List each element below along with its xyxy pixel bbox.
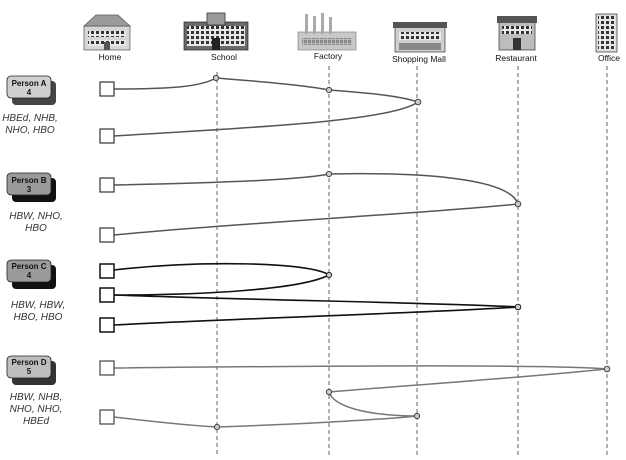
stop-node (514, 200, 522, 208)
stop-node (325, 86, 333, 94)
person-badge: Person B 3 (6, 172, 56, 202)
person-b-block: Person B 3 HBW, NHO, HBO (6, 170, 522, 243)
trip-purposes-line-1: HBW, HBW, (11, 300, 65, 311)
trip-purposes-line-2: HBO, HBO (14, 312, 63, 323)
person-count: 3 (27, 185, 32, 194)
home-box (99, 317, 115, 333)
trip-purposes-line-1: HBW, NHB, (10, 392, 62, 403)
home-box (99, 177, 115, 193)
location-label-mall: Shopping Mall (392, 54, 446, 64)
home-box (99, 227, 115, 243)
badge-shape (6, 172, 52, 196)
badge-shape (6, 75, 52, 99)
person-name: Person A (12, 79, 47, 88)
restaurant-icon (497, 16, 537, 51)
person-name: Person B (11, 176, 46, 185)
person-count: 4 (27, 271, 32, 280)
person-name: Person D (11, 358, 46, 367)
trip-purposes-line-2: NHO, HBO (5, 125, 55, 136)
office-tower-icon (595, 13, 618, 53)
stop-node (414, 98, 422, 106)
person-count: 5 (27, 367, 32, 376)
stop-node (413, 412, 421, 420)
home-box (99, 287, 115, 303)
stop-node (514, 303, 522, 311)
school-building-icon (183, 12, 249, 51)
trip-chain-d (113, 365, 608, 428)
person-a-block: Person A 4 HBEd, NHB, NHO, HBO (2, 74, 422, 144)
trip-path (113, 77, 420, 137)
stop-node (325, 388, 333, 396)
location-guides (216, 66, 608, 455)
trip-purposes-line-2: HBO (25, 223, 47, 234)
location-label-factory: Factory (314, 51, 343, 61)
trip-chain-b (113, 172, 519, 236)
location-label-home: Home (99, 52, 122, 62)
person-d-block: Person D 5 HBW, NHB, NHO, NHO, HBEd (6, 355, 611, 431)
location-label-school: School (211, 52, 237, 62)
trip-purposes-line-1: HBW, NHO, (9, 211, 63, 222)
stop-node (325, 170, 333, 178)
location-label-restaurant: Restaurant (495, 53, 537, 63)
person-badge: Person A 4 (6, 75, 56, 105)
home-box (99, 263, 115, 279)
person-badge: Person C 4 (6, 259, 56, 289)
person-count: 4 (27, 88, 32, 97)
home-box (99, 128, 115, 144)
stop-node (603, 365, 611, 373)
stop-node (213, 423, 221, 431)
trip-purposes-line-2: NHO, NHO, (10, 404, 63, 415)
factory-icon (297, 13, 357, 51)
badge-shape (6, 355, 52, 379)
trip-chain-a (113, 77, 420, 137)
shopping-mall-icon (393, 22, 447, 53)
trip-purposes-line-1: HBEd, NHB, (2, 113, 58, 124)
trip-path (113, 294, 519, 326)
home-box (99, 409, 115, 425)
home-box (99, 81, 115, 97)
house-icon (83, 14, 131, 51)
home-box (99, 360, 115, 376)
person-badge: Person D 5 (6, 355, 56, 385)
trip-path (113, 172, 519, 236)
trip-path (113, 262, 331, 296)
person-c-block: Person C 4 HBW, HBW, HBO, HBO (6, 259, 522, 333)
badge-shape (6, 259, 52, 283)
trip-chain-c (113, 262, 519, 326)
location-label-office: Office (598, 53, 620, 63)
stop-node (325, 271, 333, 279)
person-name: Person C (11, 262, 46, 271)
stop-node (212, 74, 220, 82)
trip-path (113, 365, 608, 428)
trip-purposes-line-3: HBEd (23, 416, 50, 427)
